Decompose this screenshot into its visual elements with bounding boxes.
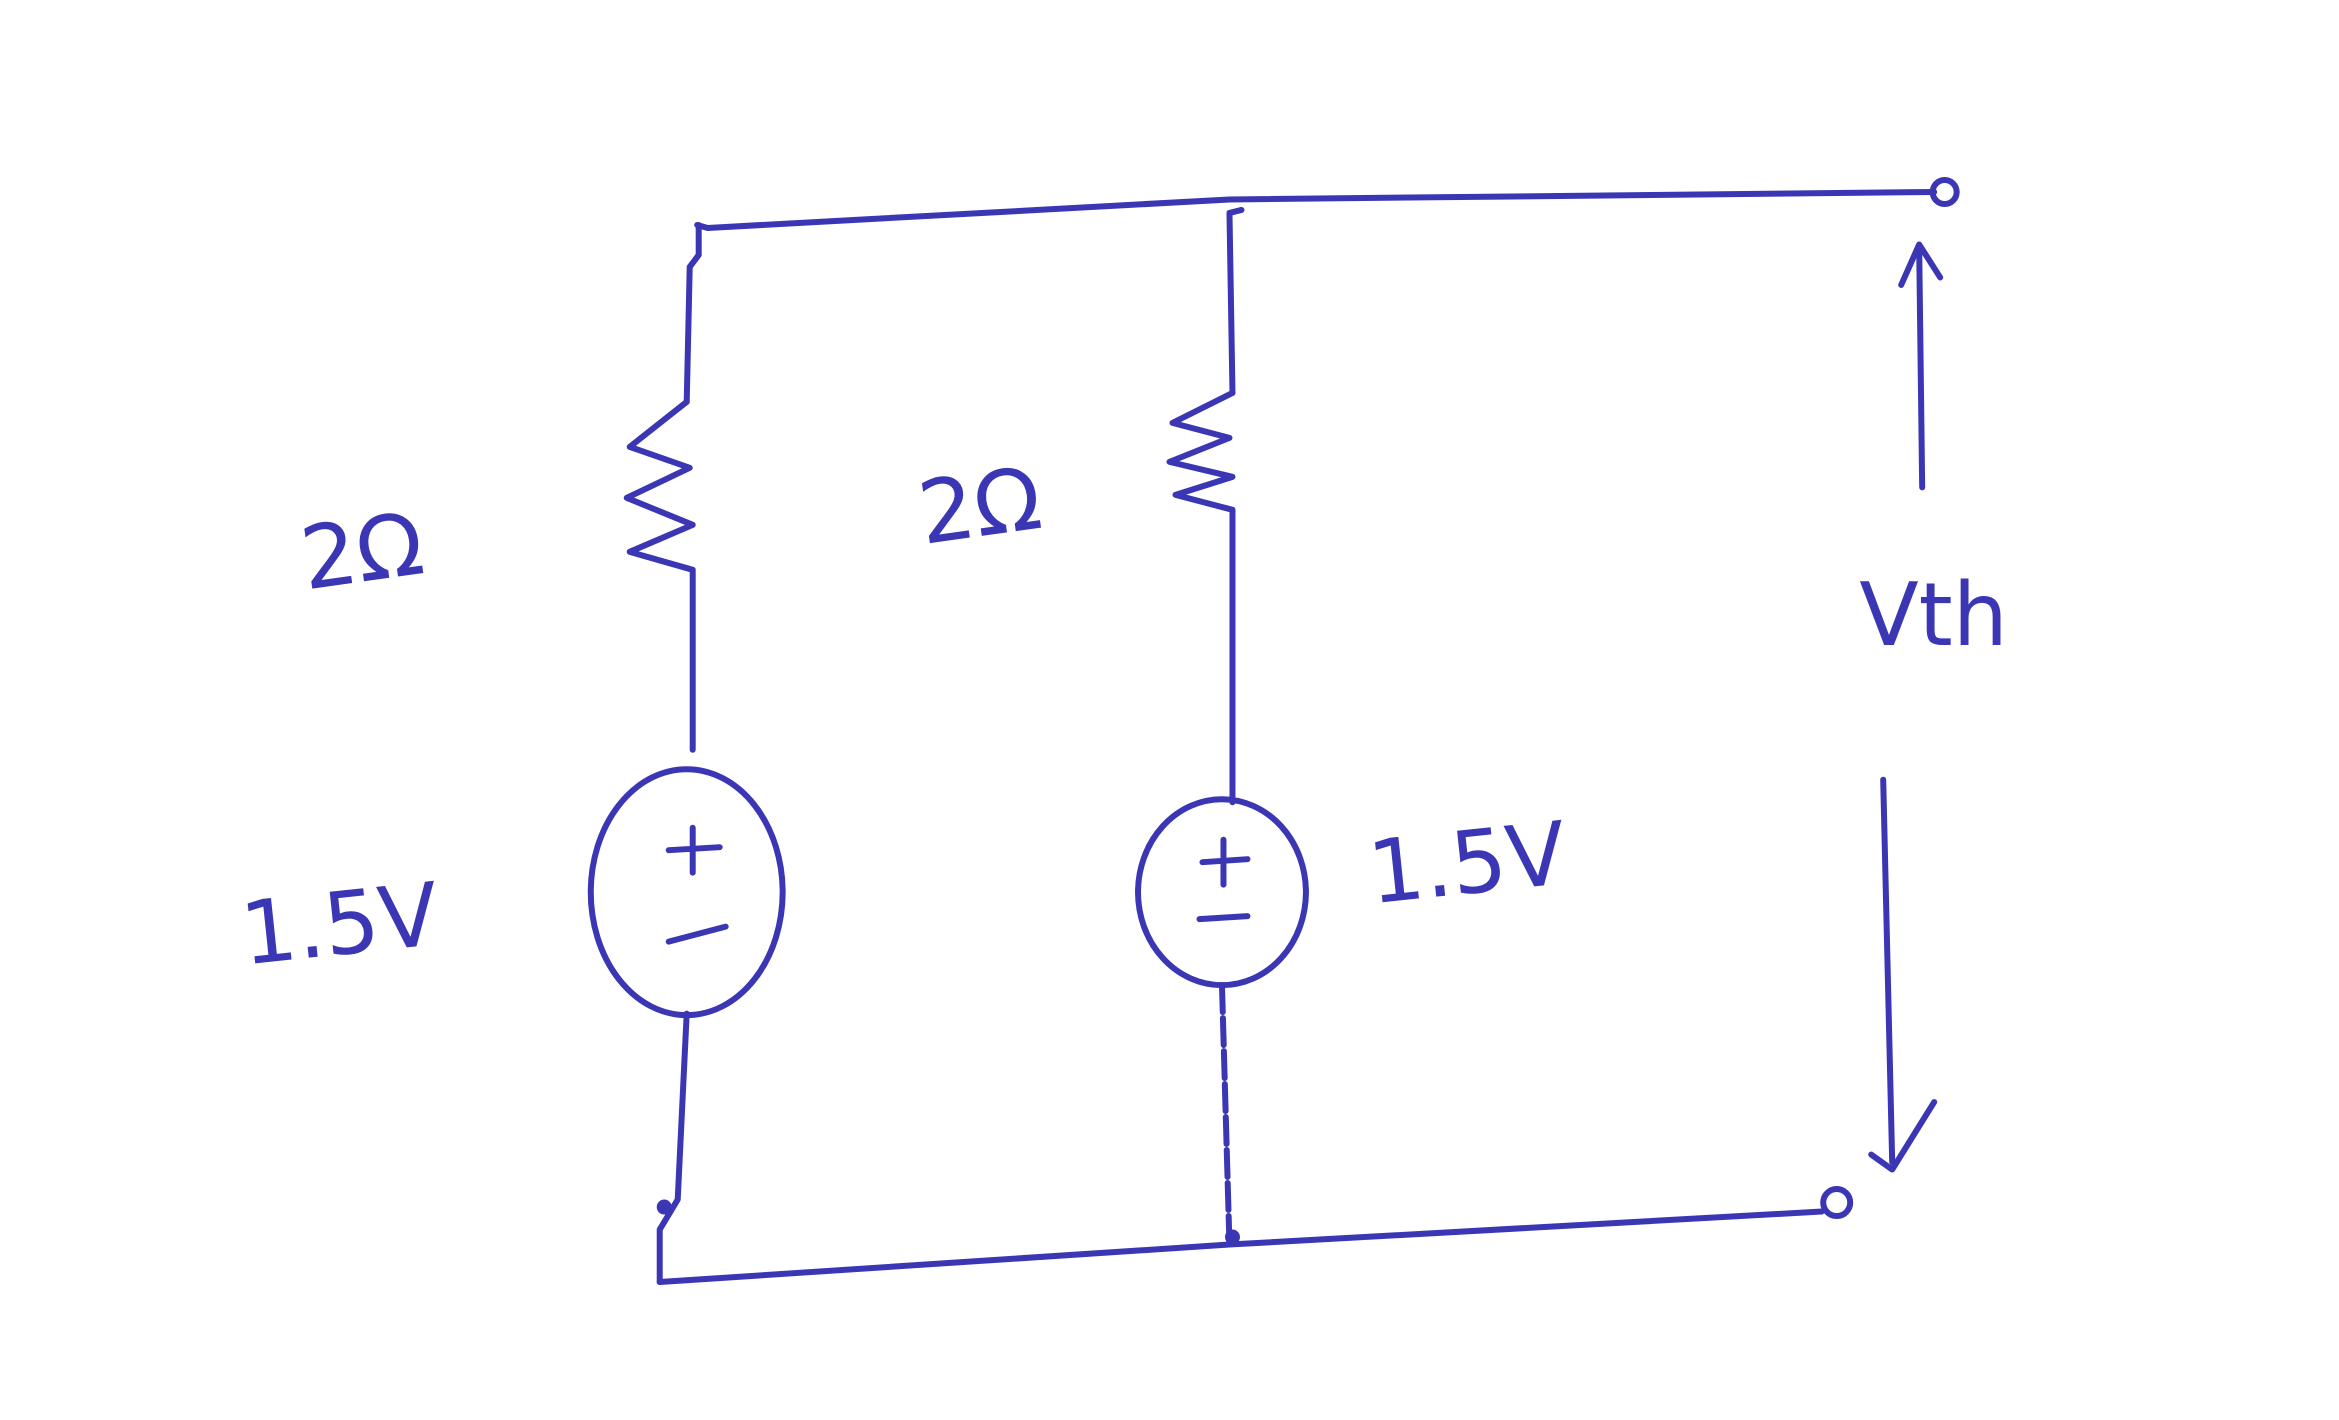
left-source-minus xyxy=(665,923,729,945)
bottom-wire xyxy=(656,1208,1825,1286)
left-source-label: 1.5V xyxy=(236,863,443,985)
vth-label: Vth xyxy=(1859,564,2008,666)
left-resistor xyxy=(623,398,696,753)
middle-branch-wire-top xyxy=(1226,206,1245,396)
left-branch-wire-top xyxy=(683,221,702,405)
middle-source-label: 1.5V xyxy=(1363,802,1570,924)
left-resistor-label: 2Ω xyxy=(295,492,430,610)
left-junction-dot xyxy=(656,1199,672,1215)
left-source-plus xyxy=(665,824,723,876)
left-voltage-source xyxy=(587,766,786,1019)
top-wire xyxy=(694,188,1938,231)
left-branch-wire-bottom xyxy=(656,1010,690,1286)
middle-source-plus xyxy=(1199,836,1251,888)
middle-voltage-source xyxy=(1135,796,1309,989)
negative-terminal xyxy=(1820,1186,1854,1220)
middle-branch-wire-bottom xyxy=(1218,982,1233,1248)
middle-resistor xyxy=(1166,389,1236,806)
middle-junction-dot xyxy=(1224,1229,1240,1245)
middle-resistor-label: 2Ω xyxy=(912,447,1047,565)
vth-down-arrow xyxy=(1868,776,1938,1173)
positive-terminal xyxy=(1929,176,1960,207)
vth-up-arrow xyxy=(1898,241,1944,491)
middle-source-minus xyxy=(1196,913,1251,923)
